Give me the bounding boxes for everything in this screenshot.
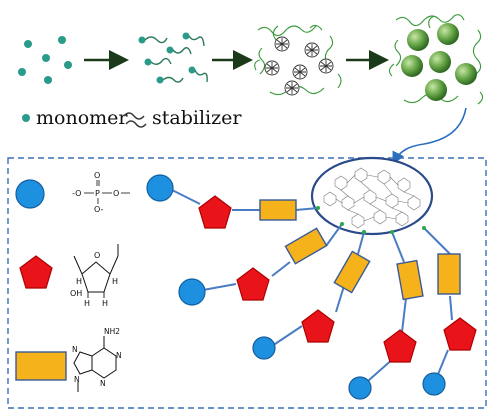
sugar-unit [443, 317, 477, 351]
phosphate-key-icon [15, 179, 45, 209]
phosphate-structure: -O P O O O- [72, 171, 130, 214]
sugar-unit [383, 329, 417, 363]
linker-lines [171, 189, 453, 389]
phosphate-unit [252, 336, 276, 360]
sugar-key-icon [19, 255, 53, 289]
svg-text:N: N [100, 379, 106, 388]
nanoparticle [437, 23, 459, 45]
svg-text:NH2: NH2 [104, 327, 120, 336]
stage-monomer-stabilizer [138, 32, 208, 84]
base-unit [284, 227, 328, 265]
adenine-structure: NH2 N N N N [72, 327, 122, 392]
svg-text:H: H [112, 277, 118, 286]
base-key-icon [15, 351, 67, 381]
sugar-unit [236, 267, 270, 301]
base-unit [437, 253, 461, 295]
nanoparticle [429, 51, 451, 73]
svg-text:O: O [94, 251, 100, 260]
sugar-unit [301, 309, 335, 343]
svg-text:N: N [116, 351, 122, 360]
base-unit [333, 250, 371, 294]
zoom-arrow [392, 107, 467, 165]
monomer-legend-label: monomer [36, 107, 128, 129]
attachment-points [316, 206, 426, 234]
svg-text:O-: O- [94, 205, 104, 214]
svg-text:O: O [113, 189, 119, 198]
phosphate-unit [178, 278, 206, 306]
base-unit [396, 259, 424, 301]
svg-text:-O: -O [72, 189, 81, 198]
sugar-structure: O H H H H OH [70, 244, 119, 308]
svg-text:H: H [76, 277, 82, 286]
svg-text:N: N [72, 345, 78, 354]
svg-text:OH: OH [70, 289, 82, 298]
nanoparticle [425, 79, 447, 101]
stage-nanoparticles [388, 14, 484, 105]
nanoparticle [455, 63, 477, 85]
svg-text:O: O [94, 171, 100, 180]
phosphate-unit [348, 376, 372, 400]
nanoparticle [401, 55, 423, 77]
phosphate-unit [422, 372, 446, 396]
monomer-legend-icon [22, 114, 30, 122]
svg-text:H: H [102, 299, 108, 308]
detail-box [7, 157, 487, 409]
phosphate-unit [146, 174, 174, 202]
central-particle [310, 156, 434, 236]
base-unit [259, 199, 297, 221]
stabilizer-legend-icon [123, 112, 147, 128]
sugar-unit [198, 195, 232, 229]
stage-nucleation [254, 24, 342, 96]
svg-text:H: H [84, 299, 90, 308]
nanoparticle [407, 29, 429, 51]
stabilizer-legend-label: stabilizer [152, 107, 242, 129]
stage-monomers [18, 36, 72, 84]
svg-text:P: P [95, 189, 100, 198]
svg-text:N: N [74, 375, 80, 384]
